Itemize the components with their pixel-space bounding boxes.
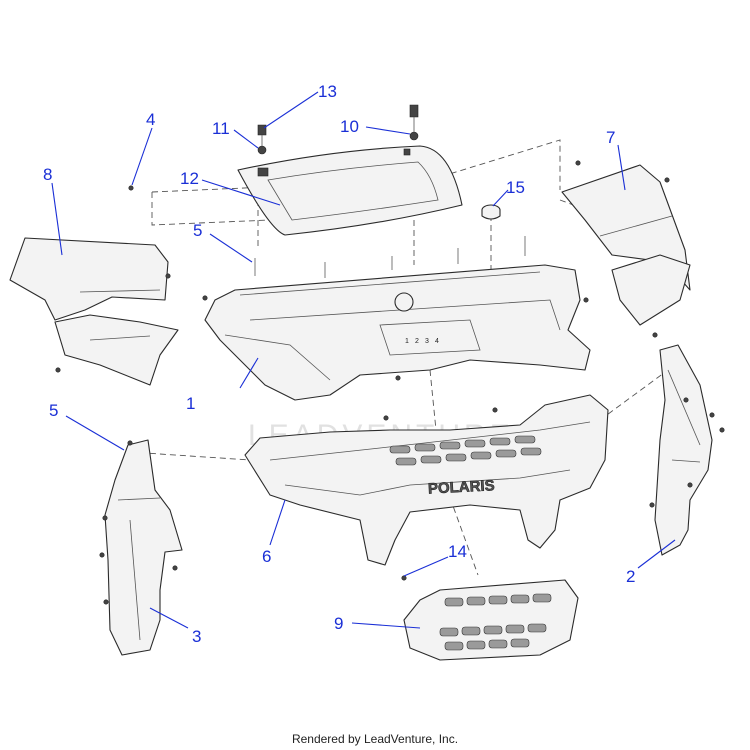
- leader-lines: [51, 91, 676, 629]
- clip-icon: [257, 167, 269, 177]
- part-15-cap: [481, 204, 501, 220]
- clip-icon: [403, 148, 411, 156]
- part-1-frame: 1 2 3 4: [204, 236, 591, 401]
- bolt-row-icon: [254, 236, 526, 278]
- fastener-icon: [257, 124, 267, 136]
- callout-3: 3: [192, 627, 201, 646]
- part-3-left-fender: [104, 439, 183, 656]
- callout-8: 8: [43, 165, 52, 184]
- part-6-front-bumper: POLARIS: [244, 394, 609, 566]
- callout-5-upper: 5: [193, 221, 202, 240]
- hardware-13-10-11: [257, 104, 419, 155]
- part-2-right-fender: [654, 344, 713, 556]
- svg-text:3: 3: [425, 338, 429, 345]
- bumper-brand-logo: POLARIS: [428, 477, 495, 497]
- fastener-icon: [409, 104, 419, 118]
- callout-15: 15: [506, 178, 525, 197]
- callout-10: 10: [340, 117, 359, 136]
- harness-connector-labels: 1 2 3 4: [405, 338, 439, 345]
- callout-4: 4: [146, 110, 155, 129]
- grille-mesh-icon: [439, 593, 552, 651]
- svg-text:1: 1: [405, 338, 409, 345]
- callout-9: 9: [334, 614, 343, 633]
- callout-14: 14: [448, 542, 467, 561]
- screw-icons: [55, 160, 725, 605]
- callout-1: 1: [186, 394, 195, 413]
- washer-icon: [257, 145, 267, 155]
- footer-credit: Rendered by LeadVenture, Inc.: [291, 732, 459, 746]
- part-12-top-panel: [237, 145, 463, 236]
- part-7-right-panel: [561, 164, 691, 326]
- svg-text:2: 2: [415, 338, 419, 345]
- callout-2: 2: [626, 567, 635, 586]
- callout-6: 6: [262, 547, 271, 566]
- part-9-lower-grille: [403, 579, 579, 661]
- grille-slats-icon: [389, 435, 542, 466]
- callout-7: 7: [606, 128, 615, 147]
- callout-12: 12: [180, 169, 199, 188]
- callout-labels: 1 2 3 4 5 5 6 7 8 9 10 11 12 13 14 15: [43, 82, 635, 646]
- callout-13: 13: [318, 82, 337, 101]
- callout-5-lower: 5: [49, 401, 58, 420]
- washer-icon: [409, 131, 419, 141]
- callout-11: 11: [212, 119, 230, 138]
- svg-text:4: 4: [435, 338, 439, 345]
- part-8-left-panel: [9, 237, 179, 386]
